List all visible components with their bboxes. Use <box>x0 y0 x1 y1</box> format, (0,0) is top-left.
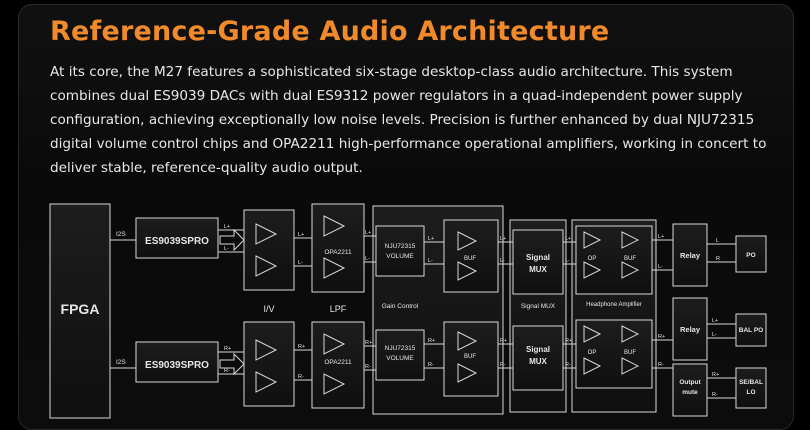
signal-mux-caption: Signal MUX <box>521 303 556 310</box>
volume-chip-bottom <box>375 329 425 381</box>
sig-label: L+ <box>658 234 664 240</box>
sig-label: L+ <box>565 236 571 242</box>
sig-label: L+ <box>365 230 371 236</box>
fpga-block <box>49 203 111 419</box>
arrow-top <box>219 228 245 252</box>
sig-label: L- <box>712 332 717 338</box>
sig-label: R+ <box>224 346 231 352</box>
headphone-amp-top <box>575 225 653 295</box>
mux-bottom-line1: Signal <box>526 345 550 354</box>
sig-label: L- <box>224 246 229 252</box>
sig-label: R- <box>428 362 434 368</box>
lpf-stage-bottom <box>311 321 365 409</box>
sig-label: L- <box>565 258 570 264</box>
opa-label-top: OPA2211 <box>324 249 352 256</box>
buf-label-top: BUF <box>464 256 476 262</box>
output-bal-po-label: BAL PO <box>739 327 763 334</box>
vol-top-line1: NJU72315 <box>385 243 416 250</box>
arrow-bottom <box>219 352 245 376</box>
relay-top <box>672 223 708 287</box>
signal-mux-top <box>512 229 564 295</box>
description-paragraph: At its core, the M27 features a sophisti… <box>50 64 767 176</box>
mux-bottom-line2: MUX <box>529 357 547 366</box>
iv-label: I/V <box>263 304 274 314</box>
mux-top-line2: MUX <box>529 265 547 274</box>
output-mute-line2: mute <box>682 389 698 396</box>
dac-label-top: ES9039SPRO <box>145 236 209 247</box>
sig-label: R- <box>712 392 718 398</box>
dac-block-top <box>135 217 219 259</box>
sig-label: L+ <box>712 318 718 324</box>
sig-label: R- <box>365 364 371 370</box>
output-mute-line1: Output <box>679 379 701 386</box>
sig-label: R- <box>565 362 571 368</box>
output-se-bal-line2: LO <box>746 389 755 396</box>
sig-label: R- <box>658 362 664 368</box>
gain-control-label: Gain Control <box>382 303 419 310</box>
volume-chip-top <box>375 225 425 277</box>
sig-label: L+ <box>298 232 304 238</box>
audio-architecture-diagram: FPGA I2S I2S ES9039SPRO ES9039SPRO I/V L… <box>49 203 767 419</box>
buf-amp-label-top: BUF <box>624 256 636 262</box>
mux-top-line1: Signal <box>526 253 550 262</box>
op-label-top: OP <box>588 256 597 262</box>
output-bal-po <box>735 313 767 347</box>
sig-label: R+ <box>298 344 305 350</box>
sig-label: R+ <box>365 340 372 346</box>
op-label-bottom: OP <box>588 350 597 356</box>
relay-label-bottom: Relay <box>680 325 701 334</box>
sig-label: L- <box>658 264 663 270</box>
buf-label-bottom: BUF <box>464 354 476 360</box>
sig-label: L+ <box>224 224 230 230</box>
sig-label: R+ <box>565 338 572 344</box>
fpga-label: FPGA <box>61 301 100 317</box>
sig-label: R- <box>298 374 304 380</box>
output-se-bal-line1: SE/BAL <box>739 379 763 386</box>
sig-label: R- <box>500 362 506 368</box>
relay-label-top: Relay <box>680 251 701 260</box>
sig-label: L+ <box>500 236 506 242</box>
sig-label: L- <box>365 256 370 262</box>
sig-label: L <box>716 238 719 244</box>
sig-label: R+ <box>712 372 719 378</box>
sig-label: R+ <box>500 338 507 344</box>
iv-stage-bottom <box>243 321 295 407</box>
output-po <box>735 235 767 273</box>
signal-mux-bottom <box>512 325 564 391</box>
iv-stage-top <box>243 209 295 291</box>
page-title: Reference-Grade Audio Architecture <box>50 16 610 47</box>
sig-label: L- <box>428 258 433 264</box>
buf-stage-bottom <box>443 321 499 397</box>
sig-label: L+ <box>428 236 434 242</box>
headphone-amp-label: Headphone Amplifier <box>586 302 642 308</box>
output-po-label: PO <box>746 252 755 259</box>
vol-bottom-line1: NJU72315 <box>385 345 416 352</box>
buf-stage-top <box>443 219 499 293</box>
sig-label: L- <box>500 258 505 264</box>
sig-label: R <box>716 256 720 262</box>
i2s-label-bottom: I2S <box>116 359 126 366</box>
dac-block-bottom <box>135 341 219 383</box>
headphone-amp-bottom <box>575 319 653 389</box>
dac-label-bottom: ES9039SPRO <box>145 360 209 371</box>
sig-label: R- <box>224 368 230 374</box>
vol-bottom-line2: VOLUME <box>386 355 414 362</box>
output-mute-block <box>672 363 708 417</box>
sig-label: L- <box>298 260 303 266</box>
lpf-stage-top <box>311 203 365 293</box>
sig-label: R+ <box>428 338 435 344</box>
vol-top-line2: VOLUME <box>386 253 414 260</box>
sig-label: R+ <box>658 334 665 340</box>
output-se-bal-lo <box>735 367 767 409</box>
lpf-label: LPF <box>330 304 347 314</box>
relay-bottom <box>672 297 708 361</box>
opa-label-bottom: OPA2211 <box>324 359 352 366</box>
i2s-label-top: I2S <box>116 231 126 238</box>
buf-amp-label-bottom: BUF <box>624 350 636 356</box>
